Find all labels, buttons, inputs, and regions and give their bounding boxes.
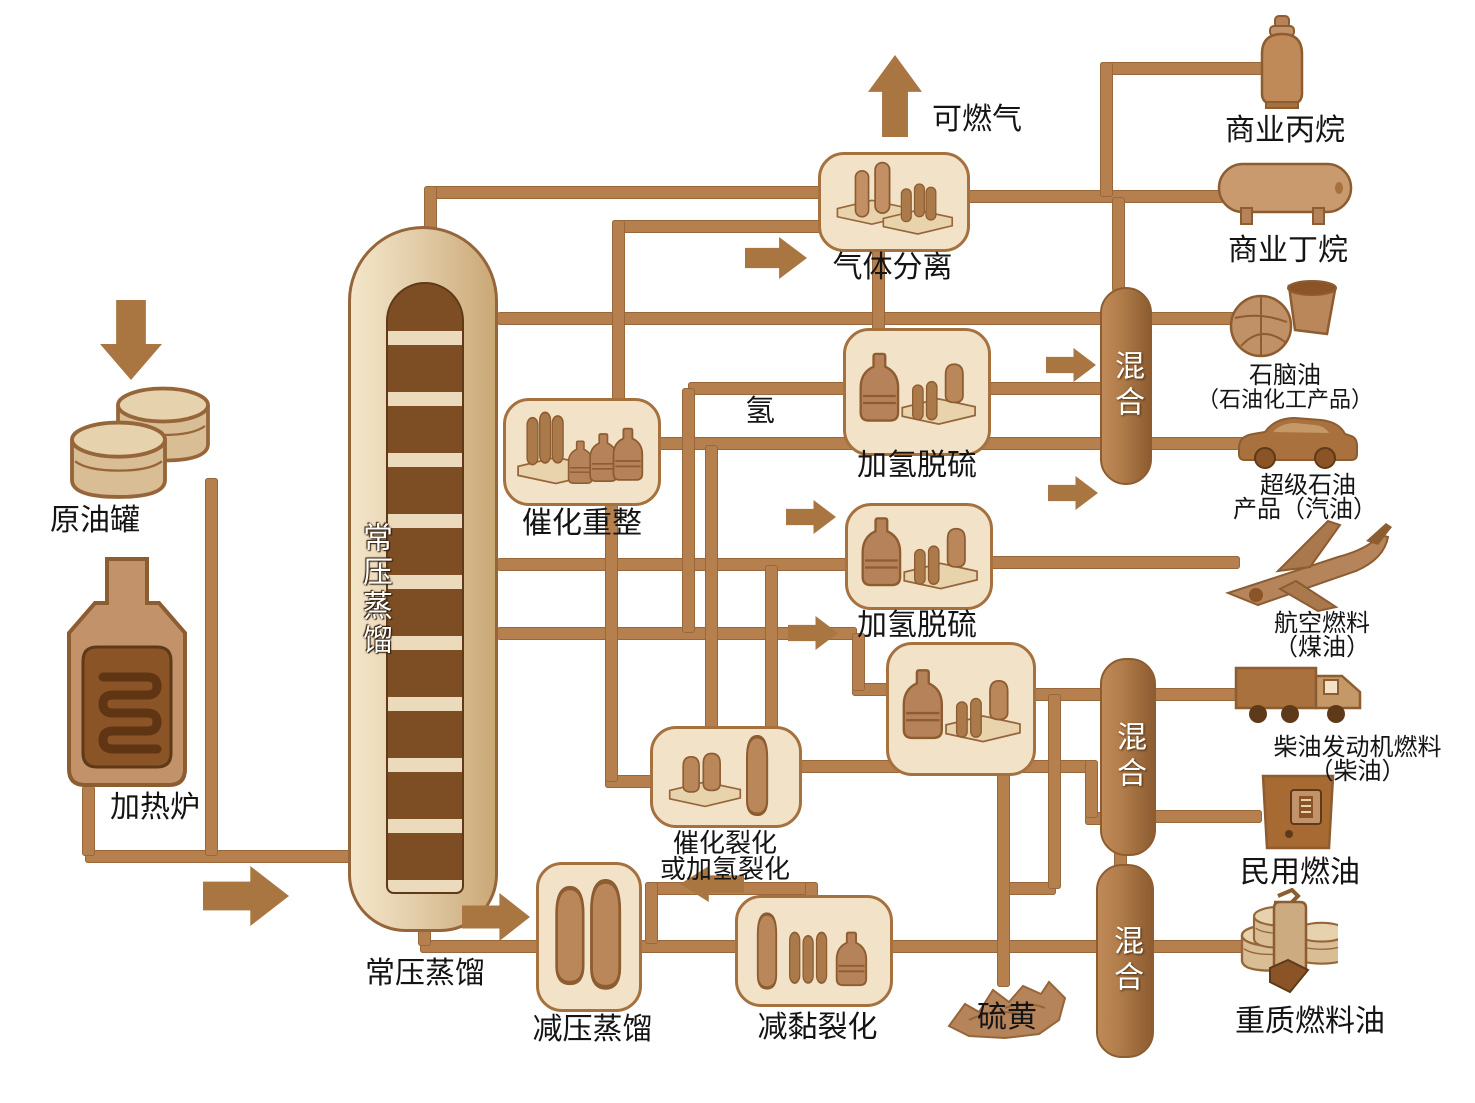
gasoline-label-line2: 产品（汽油） <box>1233 497 1377 523</box>
hydrodesulfurization-unit-3 <box>886 642 1036 776</box>
heavy-fuel-oil-label: 重质燃料油 <box>1235 1005 1385 1038</box>
hds-plant-icon <box>859 352 976 425</box>
naphtha-bucket-ball-icon <box>1229 280 1337 358</box>
sulfur-pile-icon <box>947 980 1067 1040</box>
naphtha-label-line2: （石油化工产品） <box>1196 387 1373 412</box>
pipe <box>612 220 625 405</box>
flow-arrow-feed-right <box>203 866 289 926</box>
pipe <box>872 250 885 335</box>
pipe <box>1100 62 1265 75</box>
heating-stove-icon <box>1261 774 1335 850</box>
pipe <box>688 382 858 395</box>
flow-arrow-gas-separation <box>745 237 807 279</box>
mixer-label: 混合 <box>1110 350 1143 422</box>
pipe <box>1048 694 1061 889</box>
gas-separation-plant-icon <box>836 161 954 235</box>
pipe <box>497 558 847 571</box>
flow-arrow-mixer1 <box>1046 348 1096 382</box>
hydrogen-label: 氢 <box>745 395 775 428</box>
pipe <box>605 500 618 782</box>
butane-tank-icon <box>1217 162 1353 225</box>
pipe <box>765 565 778 730</box>
pipe <box>1100 62 1113 197</box>
crude-oil-tanks-icon <box>70 386 210 499</box>
catalytic-cracking-label-line1: 催化裂化 <box>672 829 777 858</box>
pipe <box>1085 760 1098 818</box>
catalytic-cracking-label-line2: 或加氢裂化 <box>659 855 790 884</box>
visbreaking-plant-icon <box>756 912 868 990</box>
diesel-label-line2: （柴油） <box>1309 759 1406 785</box>
hydrodesulfurization-unit-1 <box>843 328 991 456</box>
flow-arrow-gasoline <box>1048 476 1098 510</box>
jet-fuel-label-line2: （煤油） <box>1274 635 1370 661</box>
butane-label: 商业丁烷 <box>1228 234 1348 267</box>
catalytic-reforming-plant-icon <box>517 411 644 485</box>
pipe <box>85 850 355 863</box>
pipe <box>82 786 95 856</box>
catalytic-reforming-unit <box>503 398 661 506</box>
pipe <box>852 633 865 691</box>
pipe <box>1150 810 1262 823</box>
pipe <box>997 772 1010 987</box>
furnace-icon <box>67 557 187 787</box>
mixer-label: 混合 <box>1109 925 1142 997</box>
column-bottom-label: 常压蒸馏 <box>365 957 485 990</box>
pipe <box>682 388 695 633</box>
hds1-label: 加氢脱硫 <box>857 449 977 482</box>
diesel-label-line1: 柴油发动机燃料 <box>1273 735 1442 761</box>
gasoline-label-line1: 超级石油 <box>1260 473 1356 499</box>
hydrodesulfurization-unit-2 <box>845 503 993 610</box>
column-vertical-label: 常压蒸馏 <box>358 522 391 658</box>
visbreaking-label: 减黏裂化 <box>757 1011 878 1044</box>
crude-tank-label: 原油罐 <box>50 504 140 537</box>
pipe <box>990 556 1240 569</box>
catalytic-cracking-unit <box>650 726 802 828</box>
heating-oil-label: 民用燃油 <box>1240 856 1360 889</box>
diesel-truck-icon <box>1234 666 1362 723</box>
flammable-gas-label: 可燃气 <box>932 103 1022 136</box>
pipe <box>705 445 718 730</box>
pipe <box>1112 197 1125 292</box>
propane-cylinder-icon <box>1260 15 1304 109</box>
mixer-1: 混合 <box>1100 287 1152 485</box>
cracking-plant-icon <box>668 735 769 817</box>
flow-arrow-hds2 <box>786 500 836 534</box>
gas-separation-unit <box>818 152 970 252</box>
naphtha-label-line1: 石脑油 <box>1249 363 1321 389</box>
atmospheric-column-trays <box>386 282 464 894</box>
pipe <box>988 382 1108 395</box>
flow-arrow-feed-down <box>100 300 162 380</box>
propane-label: 商业丙烷 <box>1225 114 1345 147</box>
pipe <box>965 190 1225 203</box>
hds-plant-icon <box>861 517 978 590</box>
pipe <box>612 220 827 233</box>
pipe <box>1008 882 1056 895</box>
pipe <box>645 882 658 944</box>
pipe <box>430 186 830 199</box>
vacuum-distillation-label: 减压蒸馏 <box>532 1013 653 1046</box>
sulfur-label: 硫黄 <box>977 1001 1037 1034</box>
jet-plane-icon <box>1225 519 1392 613</box>
heavy-fuel-barrels-icon <box>1240 888 1338 994</box>
gas-separation-label: 气体分离 <box>832 251 953 284</box>
mixer-3: 混合 <box>1096 864 1154 1058</box>
mixer-2: 混合 <box>1100 658 1156 856</box>
pipe <box>205 478 218 856</box>
gasoline-car-icon <box>1238 416 1358 469</box>
jet-fuel-label-line1: 航空燃料 <box>1274 611 1370 637</box>
furnace-label: 加热炉 <box>110 791 200 824</box>
mixer-label: 混合 <box>1112 721 1145 793</box>
catalytic-reforming-label: 催化重整 <box>522 507 642 540</box>
flow-arrow-hds3 <box>788 616 838 650</box>
hds2-label: 加氢脱硫 <box>857 609 977 642</box>
vacuum-distillation-unit <box>536 862 642 1012</box>
hds-plant-icon <box>902 669 1021 743</box>
vacuum-towers-icon <box>545 871 633 1003</box>
visbreaking-unit <box>735 895 893 1007</box>
